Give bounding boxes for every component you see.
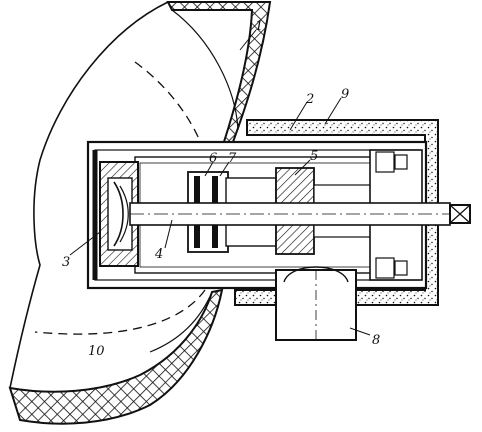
callout-3: 3 [62, 255, 70, 270]
leader-lines [69, 29, 371, 336]
callout-7: 7 [228, 151, 237, 166]
callout-5: 5 [310, 149, 318, 164]
callout-1: 1 [255, 19, 263, 34]
callout-9: 9 [341, 87, 349, 102]
callout-10: 10 [88, 344, 105, 359]
callout-4: 4 [154, 247, 163, 262]
insulation-jacket [234, 119, 439, 306]
callout-6: 6 [209, 151, 217, 166]
exit-nozzle [275, 266, 357, 341]
furnace-interior-outline [9, 1, 239, 389]
callout-8: 8 [372, 333, 380, 348]
drive-shaft [129, 202, 471, 226]
callout-labels: 1 2 3 4 5 6 7 8 9 10 [62, 19, 380, 359]
callout-2: 2 [305, 92, 314, 107]
